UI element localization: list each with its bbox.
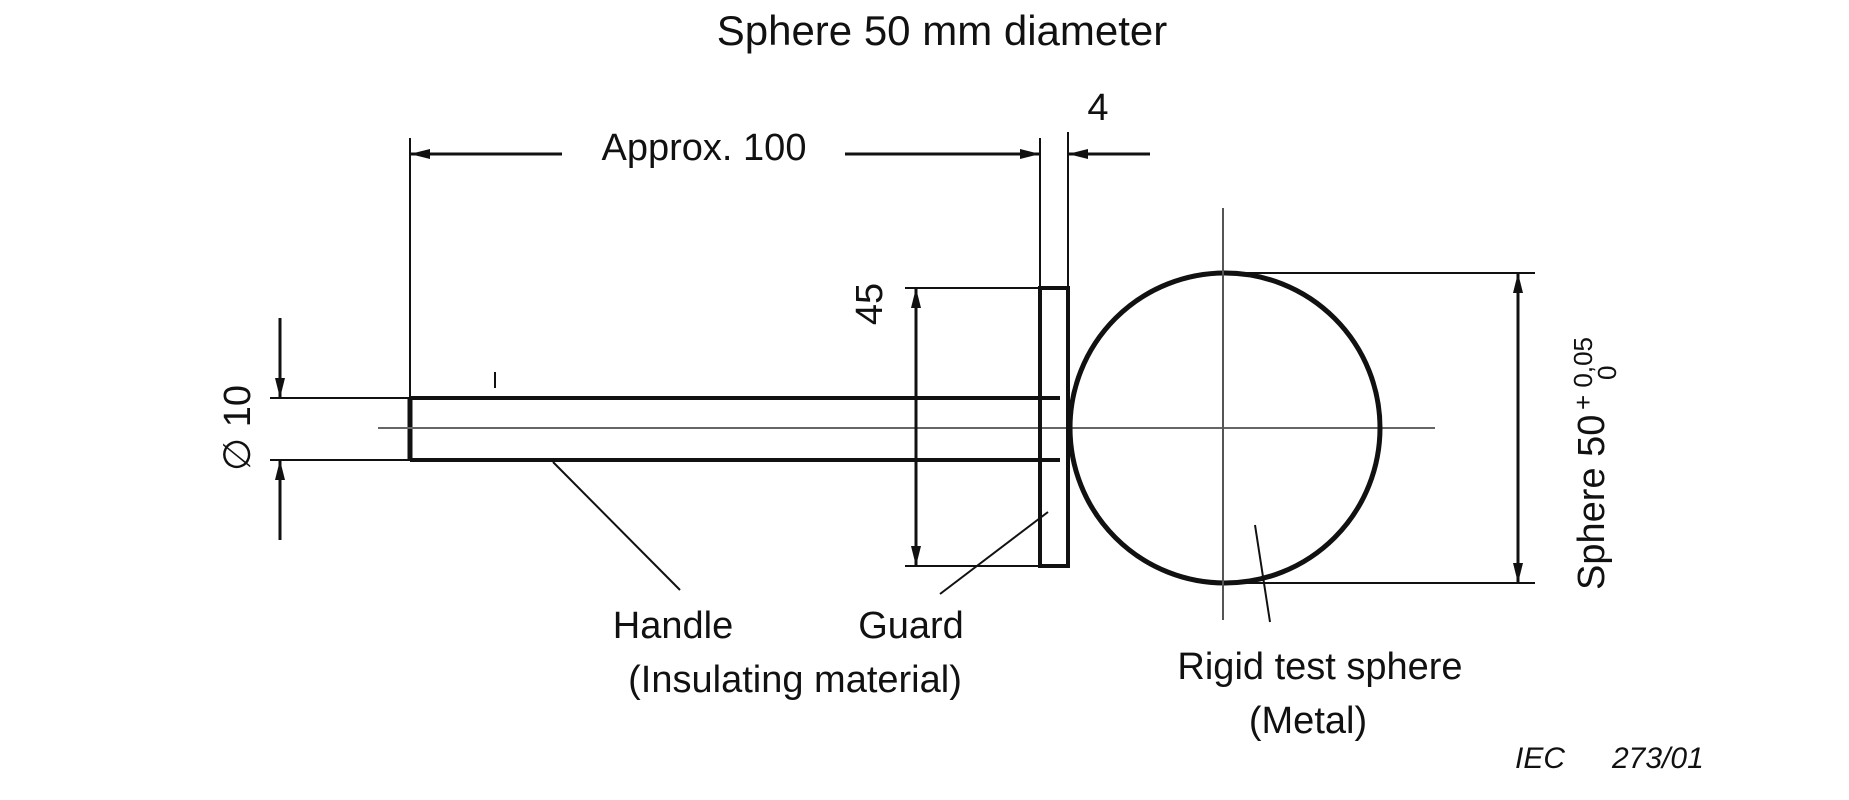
sphere-diameter-dimension: Sphere 50 + 0,05 0 (1225, 272, 1622, 590)
diagram-title: Sphere 50 mm diameter (717, 7, 1168, 54)
guard-label: Guard (858, 605, 964, 647)
reference-number: 273/01 (1611, 742, 1704, 775)
length-label: Approx. 100 (602, 127, 807, 169)
sphere-diameter-label: Sphere 50 (1571, 415, 1613, 590)
sphere-leader-line (1254, 524, 1271, 623)
sphere-material-label: (Metal) (1249, 700, 1367, 742)
handle-label: Handle (613, 605, 733, 647)
length-dimension: Approx. 100 (409, 127, 1069, 398)
handle-material-label: (Insulating material) (628, 659, 962, 701)
handle-diameter-dimension: ∅ 10 (217, 318, 410, 540)
guard-thickness-dimension: 4 (1068, 87, 1150, 159)
guard-height-label: 45 (849, 283, 891, 325)
sphere-label: Rigid test sphere (1177, 646, 1462, 688)
sphere-tolerance-upper: + 0,05 (1568, 337, 1598, 410)
guard-leader-line (939, 511, 1049, 595)
guard-height-dimension: 45 (849, 283, 1040, 567)
guard-thickness-label: 4 (1087, 87, 1108, 129)
sphere-tolerance-lower: 0 (1592, 366, 1622, 380)
handle-leader-line (552, 461, 681, 591)
handle-rod (407, 372, 1060, 462)
reference-org: IEC (1515, 742, 1565, 775)
handle-diameter-label: ∅ 10 (217, 385, 259, 471)
